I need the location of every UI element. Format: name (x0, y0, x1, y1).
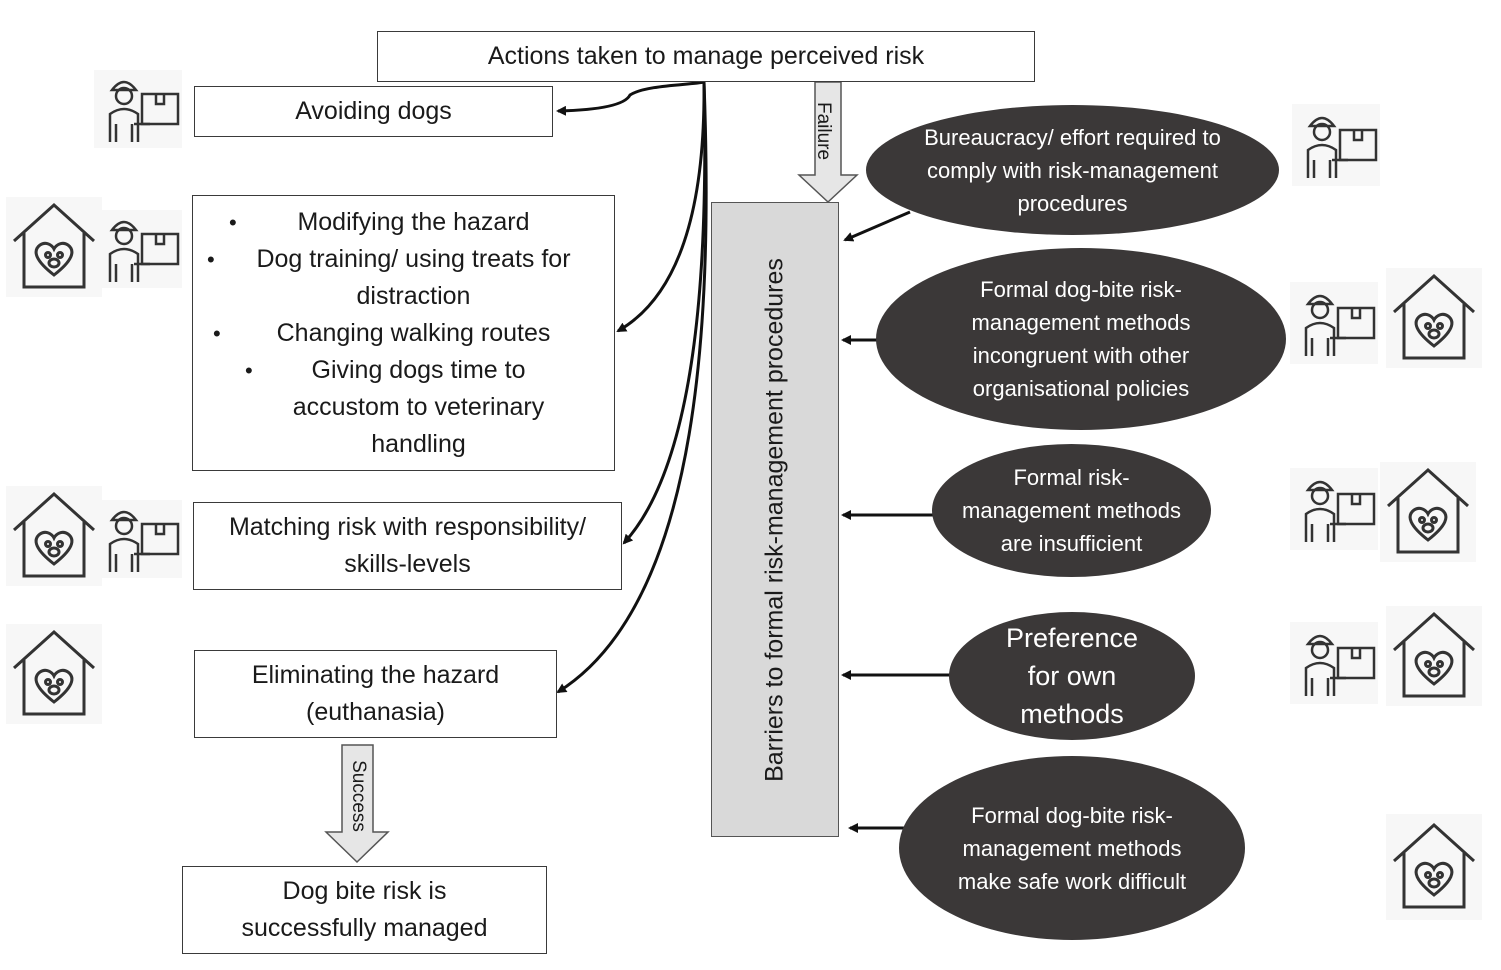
barriers-title: Barriers to formal risk-management proce… (760, 257, 789, 782)
delivery-worker-icon (94, 500, 182, 578)
hazard-item: Dog training/ using treats for distracti… (193, 241, 614, 315)
delivery-worker-icon (1290, 468, 1378, 550)
matching-risk-text: Matching risk with responsibility/ skill… (228, 513, 587, 578)
modifying-hazard-box: Modifying the hazard Dog training/ using… (192, 195, 615, 471)
dog-house-icon (6, 486, 102, 586)
outcome-text: Dog bite risk is successfully managed (241, 877, 488, 942)
outcome-box: Dog bite risk is successfully managed (182, 866, 547, 954)
hazard-item: Modifying the hazard (193, 204, 614, 241)
dog-house-icon (1386, 814, 1482, 920)
arrow-to-modifying (616, 81, 706, 333)
delivery-worker-icon (94, 70, 182, 148)
barrier-safe-work: Formal dog-bite risk-management methods … (899, 756, 1245, 940)
dog-house-icon (1386, 268, 1482, 368)
arrow-to-eliminating (556, 81, 708, 694)
delivery-worker-icon (1290, 282, 1378, 364)
success-arrow (324, 744, 390, 864)
barrier-incongruent: Formal dog-bite risk-management methods … (876, 248, 1286, 430)
eliminating-hazard-box: Eliminating the hazard (euthanasia) (194, 650, 557, 738)
modifying-hazard-list: Modifying the hazard Dog training/ using… (193, 204, 614, 463)
delivery-worker-icon (94, 210, 182, 288)
barrier-bureaucracy: Bureaucracy/ effort required to comply w… (866, 105, 1279, 235)
failure-arrow (797, 81, 859, 204)
dog-house-icon (1380, 462, 1476, 562)
dog-house-icon (6, 624, 102, 724)
avoiding-dogs-box: Avoiding dogs (194, 86, 553, 137)
avoiding-dogs-text: Avoiding dogs (295, 97, 452, 125)
hazard-item: Giving dogs time to accustom to veterina… (193, 352, 614, 463)
arrow-barrier-1 (843, 210, 911, 242)
barrier-own-methods: Preference for own methods (949, 612, 1195, 740)
arrow-to-matching (622, 81, 707, 545)
success-label: Success (347, 760, 369, 832)
matching-risk-box: Matching risk with responsibility/ skill… (193, 502, 622, 590)
hazard-item: Changing walking routes (193, 315, 614, 352)
barrier-insufficient: Formal risk-management methods are insuf… (932, 444, 1211, 577)
barriers-bar: Barriers to formal risk-management proce… (711, 202, 839, 837)
actions-title: Actions taken to manage perceived risk (487, 42, 925, 70)
eliminating-hazard-text: Eliminating the hazard (euthanasia) (251, 661, 500, 726)
dog-house-icon (1386, 606, 1482, 706)
arrow-to-avoiding (556, 80, 705, 116)
dog-house-icon (6, 197, 102, 297)
actions-title-box: Actions taken to manage perceived risk (377, 31, 1035, 82)
delivery-worker-icon (1290, 622, 1378, 704)
failure-label: Failure (813, 101, 835, 161)
delivery-worker-icon (1292, 104, 1380, 186)
